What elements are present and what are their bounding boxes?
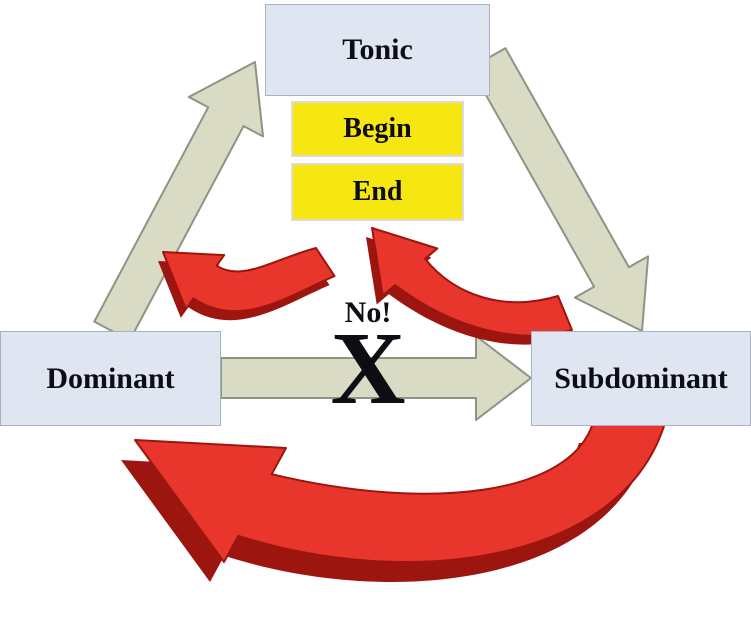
node-end: End xyxy=(291,163,464,221)
forbidden-x-mark: X xyxy=(330,311,406,426)
arrow-dominant-to-tonic xyxy=(93,61,264,342)
forbidden-no-label: No! xyxy=(344,296,392,329)
node-subdominant-label: Subdominant xyxy=(554,361,728,395)
arrow-dominant-to-subdominant-forbidden xyxy=(220,335,532,421)
node-dominant-label: Dominant xyxy=(46,361,175,395)
node-begin-label: Begin xyxy=(343,113,412,144)
node-tonic: Tonic xyxy=(265,4,490,96)
arrow-tonic-to-subdominant xyxy=(469,47,650,332)
arrow-to-dominant xyxy=(162,247,336,313)
arrow-subdominant-to-tonic xyxy=(371,227,573,337)
arrow-subdominant-to-dominant xyxy=(134,422,666,563)
node-end-label: End xyxy=(352,176,403,207)
node-subdominant: Subdominant xyxy=(531,331,751,426)
node-tonic-label: Tonic xyxy=(342,33,413,66)
node-begin: Begin xyxy=(291,101,464,157)
node-dominant: Dominant xyxy=(0,331,221,426)
